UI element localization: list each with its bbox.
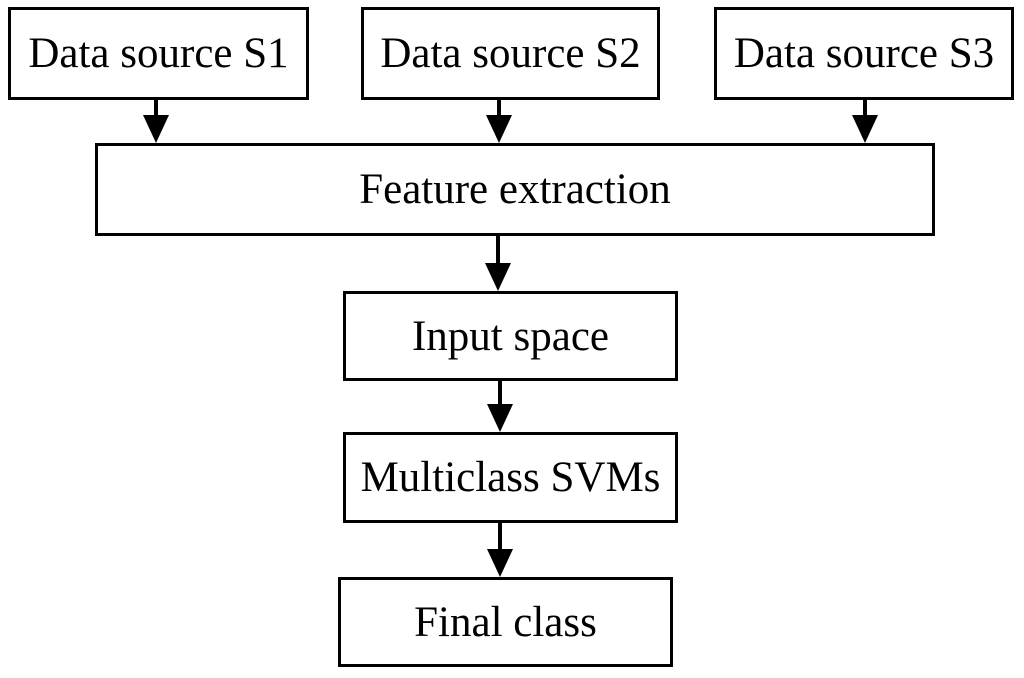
node-feature-extraction: Feature extraction xyxy=(95,143,935,236)
node-input-space: Input space xyxy=(343,291,678,381)
node-final-class: Final class xyxy=(338,577,673,667)
node-label: Feature extraction xyxy=(359,166,671,213)
node-label: Input space xyxy=(411,312,609,360)
node-data-source-s3: Data source S3 xyxy=(714,7,1014,100)
arrow-s3-to-feature-extraction xyxy=(852,97,878,143)
node-label: Data source S1 xyxy=(28,30,289,77)
arrow-multiclass-svms-to-final-class xyxy=(487,521,513,577)
node-data-source-s1: Data source S1 xyxy=(8,7,309,100)
node-data-source-s2: Data source S2 xyxy=(361,7,660,100)
node-label: Data source S2 xyxy=(380,30,641,77)
arrow-input-space-to-multiclass-svms xyxy=(487,379,513,432)
node-label: Multiclass SVMs xyxy=(360,454,661,501)
node-multiclass-svms: Multiclass SVMs xyxy=(343,432,678,523)
arrow-s2-to-feature-extraction xyxy=(486,97,512,143)
node-label: Data source S3 xyxy=(733,30,995,77)
node-label: Final class xyxy=(414,598,597,646)
arrow-feature-extraction-to-input-space xyxy=(485,234,511,291)
arrow-s1-to-feature-extraction xyxy=(143,97,169,143)
